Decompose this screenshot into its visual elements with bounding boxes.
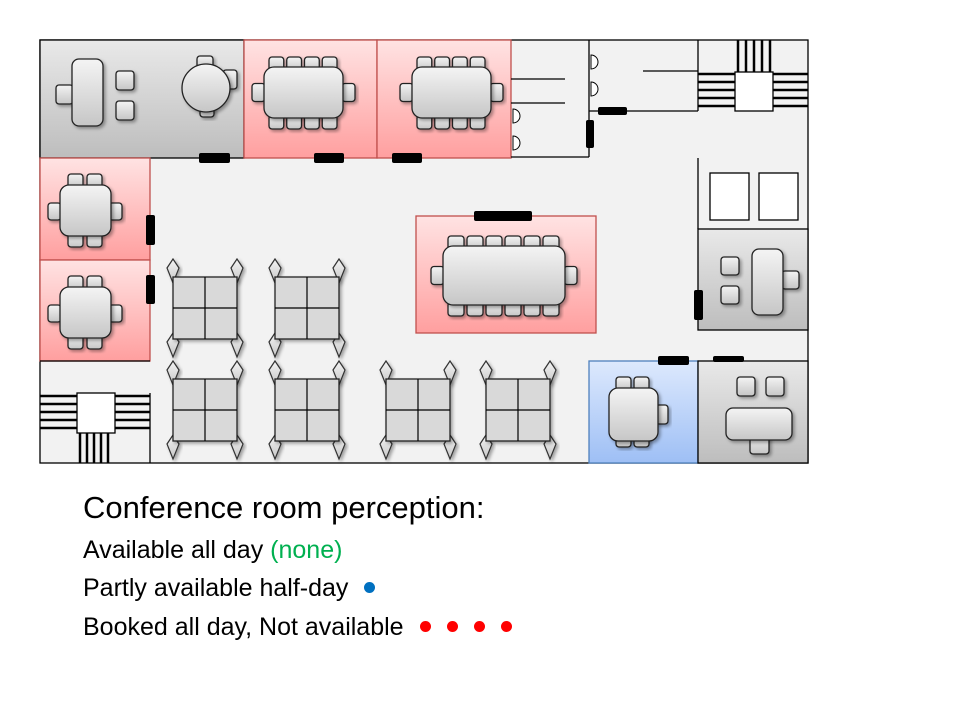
door: [474, 211, 532, 221]
legend-item-booked: Booked all day, Not available: [83, 613, 512, 642]
storage-box: [709, 172, 750, 221]
status-dot: [446, 620, 458, 632]
storage-box: [758, 172, 799, 221]
door: [713, 356, 744, 362]
door: [598, 107, 627, 115]
chair: [115, 100, 135, 121]
table: [411, 66, 492, 119]
round-table: [181, 63, 231, 113]
junction-box: [734, 71, 774, 112]
door-swing: [590, 54, 599, 70]
door-swing: [512, 108, 521, 124]
junction-box: [76, 392, 116, 434]
legend-label: Partly available half-day: [83, 574, 349, 602]
chair: [47, 202, 62, 221]
chair: [55, 84, 74, 105]
floor-plan: [39, 39, 809, 464]
status-dot: [364, 581, 376, 593]
legend-note: (none): [270, 536, 343, 564]
chair: [720, 256, 740, 276]
chair: [489, 82, 504, 103]
chair: [115, 70, 135, 91]
table: [442, 245, 566, 306]
chair: [781, 270, 800, 290]
legend-label: Available all day: [83, 536, 264, 564]
table: [59, 286, 112, 339]
status-dot: [500, 620, 512, 632]
chair: [341, 82, 356, 103]
chair: [563, 265, 578, 286]
legend-item-available: Available all day (none): [83, 536, 342, 565]
legend-title: Conference room perception:: [83, 490, 485, 525]
door: [392, 153, 422, 163]
door-swing: [512, 135, 521, 151]
table: [751, 248, 784, 316]
table: [725, 407, 793, 441]
door: [199, 153, 230, 163]
legend-label: Booked all day, Not available: [83, 613, 404, 641]
chair: [430, 265, 445, 286]
table: [608, 387, 659, 442]
door-swing: [590, 81, 599, 97]
door: [146, 215, 155, 245]
table: [71, 58, 104, 127]
table: [59, 184, 112, 237]
chair: [47, 304, 62, 323]
chair: [765, 376, 785, 397]
chair: [736, 376, 756, 397]
legend-item-partly-available: Partly available half-day: [83, 574, 376, 603]
table: [263, 66, 344, 119]
status-dot: [473, 620, 485, 632]
door: [146, 275, 155, 304]
door: [658, 356, 689, 365]
chair: [399, 82, 414, 103]
status-dot: [419, 620, 431, 632]
chair: [720, 285, 740, 305]
door: [314, 153, 344, 163]
door: [694, 290, 703, 320]
door: [586, 120, 594, 148]
chair: [251, 82, 266, 103]
